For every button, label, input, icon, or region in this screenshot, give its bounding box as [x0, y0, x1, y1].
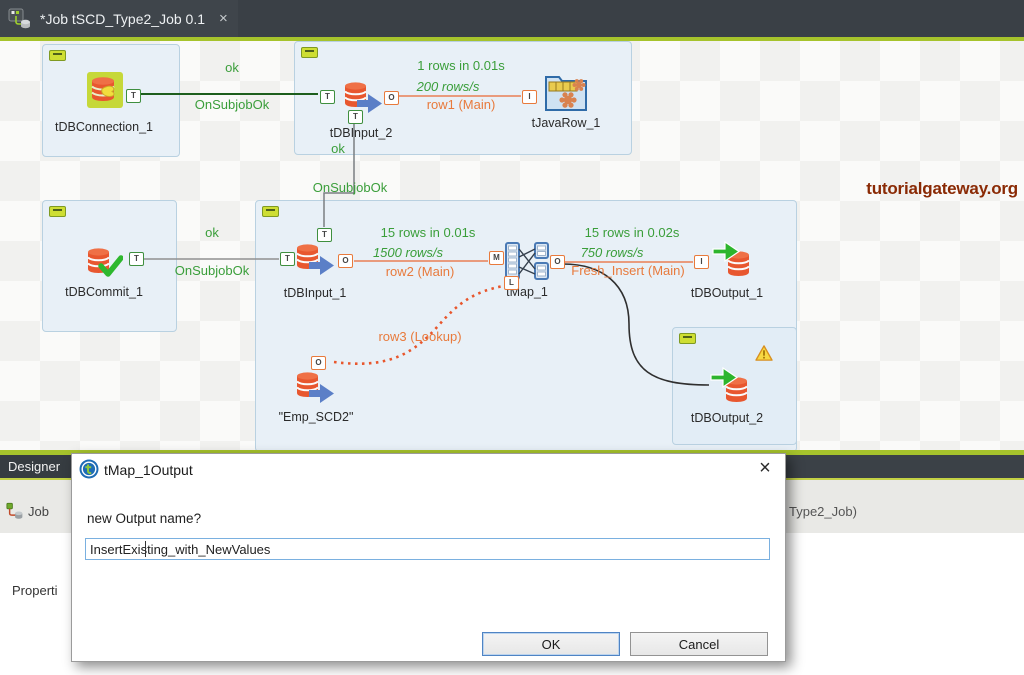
- text-caret: [145, 541, 146, 557]
- connection-type-label: OnSubjobOk: [174, 263, 250, 278]
- component-label: tDBInput_1: [283, 286, 347, 300]
- row-rate-label: 1500 rows/s: [372, 245, 444, 260]
- tmap-output-dialog: tMap_1Output × new Output name? OK Cance…: [71, 453, 786, 662]
- job-editor-tab[interactable]: *Job tSCD_Type2_Job 0.1 ×: [0, 0, 238, 37]
- tjavarow-component-icon[interactable]: [544, 75, 588, 112]
- subjob-collapse-button[interactable]: [49, 206, 66, 217]
- row-name-label: row2 (Main): [385, 264, 455, 279]
- component-label: tJavaRow_1: [531, 116, 601, 130]
- trigger-connector-badge[interactable]: T: [348, 110, 363, 124]
- input-connector-badge[interactable]: I: [522, 90, 537, 104]
- row-name-label: row3 (Lookup): [378, 329, 462, 344]
- job-icon: [8, 8, 30, 28]
- properties-label: Properti: [12, 583, 58, 598]
- output-connector-badge[interactable]: O: [384, 91, 399, 105]
- connection-type-label: OnSubjobOk: [194, 97, 270, 112]
- row-rate-label: 200 rows/s: [416, 79, 480, 94]
- tdbconnection-component-icon[interactable]: [87, 72, 123, 108]
- trigger-connector-badge[interactable]: T: [320, 90, 335, 104]
- trigger-connector-badge[interactable]: T: [280, 252, 295, 266]
- tdbinput1-component-icon[interactable]: [296, 242, 336, 276]
- trigger-connector-badge[interactable]: T: [126, 89, 141, 103]
- dialog-title: tMap_1Output: [104, 462, 193, 478]
- connection-type-label: OnSubjobOk: [312, 180, 388, 195]
- emp-scd2-component-icon[interactable]: [296, 370, 336, 404]
- trigger-connector-badge[interactable]: T: [129, 252, 144, 266]
- design-canvas[interactable]: T T O T I T T T O M O L I O tDBConnectio…: [0, 41, 1024, 452]
- connection-status: ok: [225, 60, 239, 75]
- subjob-box-commit: [42, 200, 177, 332]
- dialog-prompt: new Output name?: [87, 511, 202, 526]
- connection-status: ok: [331, 141, 345, 156]
- output-connector-badge[interactable]: O: [338, 254, 353, 268]
- tdboutput2-component-icon[interactable]: [710, 367, 756, 408]
- tdboutput1-component-icon[interactable]: [712, 241, 758, 282]
- component-label: tDBInput_2: [329, 126, 393, 140]
- component-label: "Emp_SCD2": [278, 410, 354, 424]
- trigger-connector-badge[interactable]: T: [317, 228, 332, 242]
- tdbinput2-component-icon[interactable]: [344, 80, 384, 114]
- watermark-text: tutorialgateway.org: [866, 179, 1018, 198]
- subjob-collapse-button[interactable]: [301, 47, 318, 58]
- talend-dialog-icon: [79, 459, 99, 479]
- job-view-title-left: Job: [28, 504, 49, 519]
- row-count-label: 15 rows in 0.01s: [380, 225, 476, 240]
- row-name-label: Fresh_Insert (Main): [571, 263, 685, 278]
- panel-divider: [0, 450, 1024, 455]
- ok-button[interactable]: OK: [482, 632, 620, 656]
- component-label: tDBOutput_2: [690, 411, 764, 425]
- subjob-collapse-button[interactable]: [49, 50, 66, 61]
- row-name-label: row1 (Main): [426, 97, 496, 112]
- row-rate-label: 750 rows/s: [580, 245, 644, 260]
- dialog-close-icon[interactable]: ×: [759, 457, 771, 479]
- component-label: tDBCommit_1: [65, 285, 143, 299]
- row-count-label: 1 rows in 0.01s: [417, 58, 505, 73]
- row-count-label: 15 rows in 0.02s: [584, 225, 680, 240]
- tmap-component-icon[interactable]: [504, 241, 550, 281]
- job-view-title-right: Type2_Job): [789, 504, 857, 519]
- component-label: tDBOutput_1: [690, 286, 764, 300]
- editor-tab-bar: *Job tSCD_Type2_Job 0.1 ×: [0, 0, 1024, 41]
- lookup-connector-badge[interactable]: L: [504, 276, 519, 290]
- cancel-button[interactable]: Cancel: [630, 632, 768, 656]
- input-connector-badge[interactable]: I: [694, 255, 709, 269]
- tab-designer[interactable]: Designer: [0, 455, 80, 478]
- subjob-collapse-button[interactable]: [679, 333, 696, 344]
- main-connector-badge[interactable]: M: [489, 251, 504, 265]
- tab-title: *Job tSCD_Type2_Job 0.1: [40, 10, 205, 27]
- output-connector-badge[interactable]: O: [311, 356, 326, 370]
- warning-icon: [755, 345, 773, 361]
- tab-close-icon[interactable]: ×: [219, 10, 228, 27]
- subjob-collapse-button[interactable]: [262, 206, 279, 217]
- connection-status: ok: [205, 225, 219, 240]
- component-label: tDBConnection_1: [55, 120, 153, 134]
- tdbcommit-component-icon[interactable]: [87, 246, 123, 278]
- output-name-input[interactable]: [85, 538, 770, 560]
- output-connector-badge[interactable]: O: [550, 255, 565, 269]
- job-icon: [6, 502, 23, 519]
